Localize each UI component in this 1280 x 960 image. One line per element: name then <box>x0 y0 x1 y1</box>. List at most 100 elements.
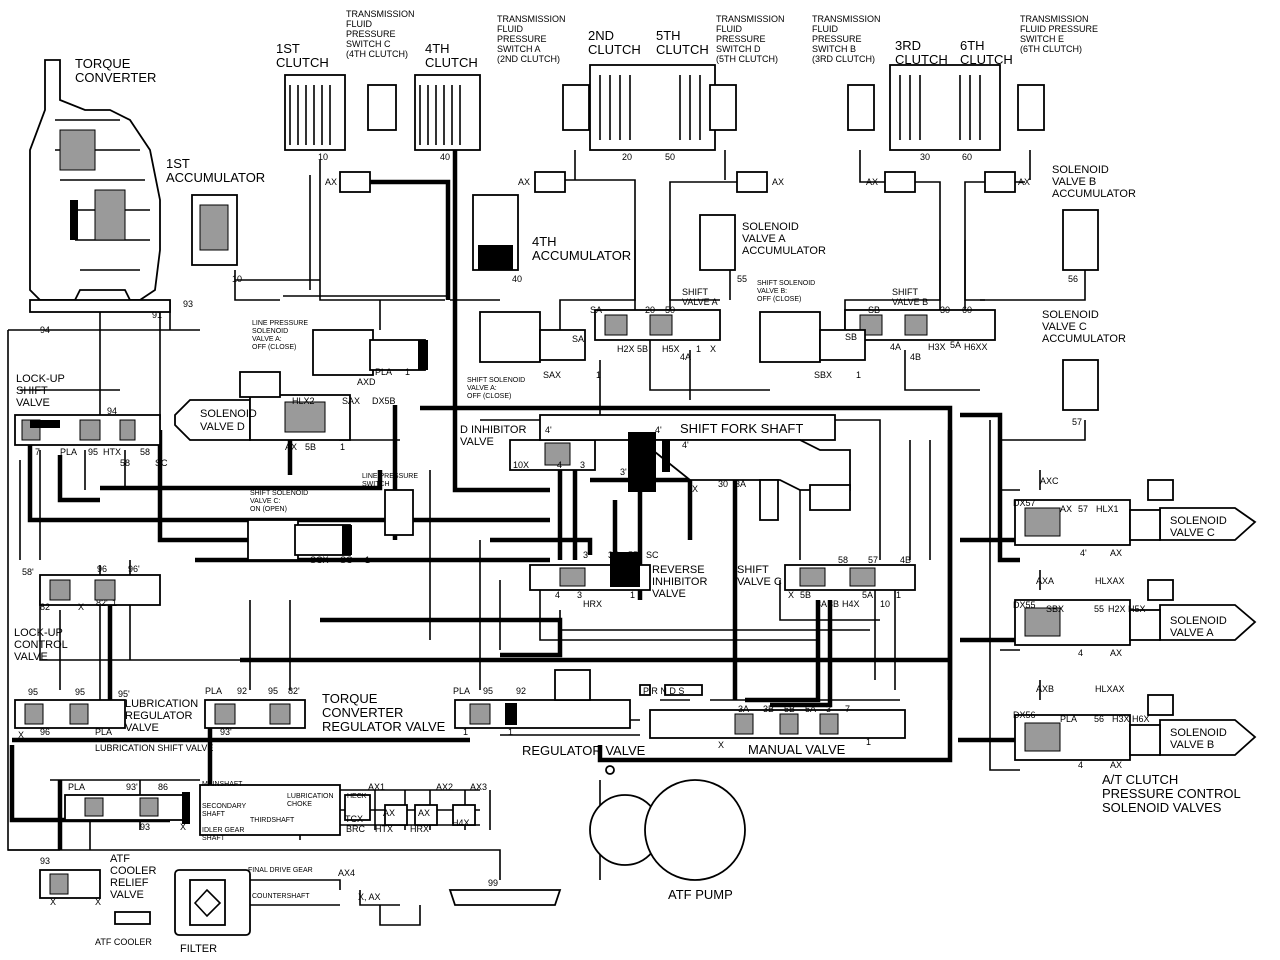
ls-pla: PLA <box>68 782 85 792</box>
manual-valve-group <box>639 684 906 739</box>
shift-valves-ab <box>312 309 996 376</box>
mv-x: X <box>718 740 724 750</box>
lr-pla: PLA <box>95 727 112 737</box>
brc-label: BRC <box>346 824 366 834</box>
atf-cooler-label: ATF COOLER <box>95 937 152 947</box>
ax-label-5: AX <box>1018 177 1030 187</box>
ri-3c: 3C <box>608 550 620 560</box>
valve-b-60: 60 <box>962 305 972 315</box>
sa-sbx: SBX <box>1046 604 1064 614</box>
atf-pump-label: ATF PUMP <box>668 887 733 902</box>
reg-92: 92 <box>516 686 526 696</box>
sb-56: 56 <box>1094 714 1104 724</box>
ri-hrx: HRX <box>583 599 602 609</box>
di-3: 3 <box>580 460 585 470</box>
atf-group <box>39 779 746 936</box>
luc-1: 1 <box>112 598 117 608</box>
ri-1: 1 <box>630 590 635 600</box>
reverse-inhibitor-group <box>529 552 916 591</box>
sa-4: 4 <box>1078 648 1083 658</box>
axc-57: 57 <box>1078 504 1088 514</box>
ls-86: 86 <box>158 782 168 792</box>
mv-3: 3 <box>826 704 831 714</box>
h3x-label: H3X <box>928 342 946 352</box>
valve-b-4b: 4B <box>910 352 921 362</box>
atf-x: X <box>50 897 56 907</box>
luc-58p: 58' <box>22 567 34 577</box>
valve-a-20: 20 <box>645 305 655 315</box>
ax2-label: AX2 <box>436 782 453 792</box>
hlx2-label: HLX2 <box>292 396 315 406</box>
port-50: 50 <box>665 152 675 162</box>
lus-7: 7 <box>35 447 40 457</box>
svc-58: 58 <box>838 555 848 565</box>
ax-d-label: AX <box>285 442 297 452</box>
port-40-acc: 40 <box>512 274 522 284</box>
svc-3b: 3B <box>828 599 839 609</box>
ax4-label: AX4 <box>338 868 355 878</box>
h4x-ls-label: H4X <box>452 818 470 828</box>
h2x5x-label: H2X H5X <box>1108 604 1146 614</box>
countershaft-label: COUNTERSHAFT <box>252 893 310 900</box>
port-30: 30 <box>920 152 930 162</box>
ls-x: X <box>180 822 186 832</box>
dx5b-label: DX5B <box>372 396 396 406</box>
sb-4: 4 <box>1078 760 1083 770</box>
5b-label: 5B <box>637 344 648 354</box>
svc-57: 57 <box>868 555 878 565</box>
d-1-label: 1 <box>340 442 345 452</box>
sc-c-label: SC <box>340 555 353 565</box>
ax-ls-1: AX <box>383 808 395 818</box>
port-10-acc: 10 <box>232 274 242 284</box>
axc-label: AXC <box>1040 476 1059 486</box>
hlx1-label: HLX1 <box>1096 504 1119 514</box>
htx2-label: HTX <box>375 824 393 834</box>
reg-95: 95 <box>483 686 493 696</box>
valve-b-4a: 4A <box>890 342 901 352</box>
lr-x: X <box>18 730 24 740</box>
lus-sc: SC <box>155 458 168 468</box>
lub-regulator-group <box>14 699 306 729</box>
sax-d-label: SAX <box>342 396 360 406</box>
reg-1b: 1 <box>508 727 513 737</box>
port-56: 56 <box>1068 274 1078 284</box>
port-60: 60 <box>962 152 972 162</box>
lus-58b: 58 <box>140 447 150 457</box>
lus-htx: HTX <box>103 447 121 457</box>
lr-95b: 95 <box>75 687 85 697</box>
ax-label-2: AX <box>518 177 530 187</box>
lr-95p: 95' <box>118 689 130 699</box>
tcr-92: 92 <box>237 686 247 696</box>
port-93: 93 <box>183 299 193 309</box>
ri-sc: SC <box>646 550 659 560</box>
ri-3: 3 <box>577 590 582 600</box>
tcx-label: TCX <box>345 814 363 824</box>
valve-b-30: 30 <box>940 305 950 315</box>
lub-shift-label: LUBRICATION SHIFT VALVE <box>95 743 213 753</box>
svc-x: X <box>788 590 794 600</box>
ls-93: 93 <box>140 822 150 832</box>
sc-4p: 4' <box>1080 548 1087 558</box>
port-91: 91 <box>152 310 162 320</box>
ax3-label: AX3 <box>470 782 487 792</box>
mainshaft-label: MAINSHAFT <box>202 781 243 788</box>
d-inhibitor-group <box>509 414 851 521</box>
ri-5b: 5B <box>628 550 639 560</box>
